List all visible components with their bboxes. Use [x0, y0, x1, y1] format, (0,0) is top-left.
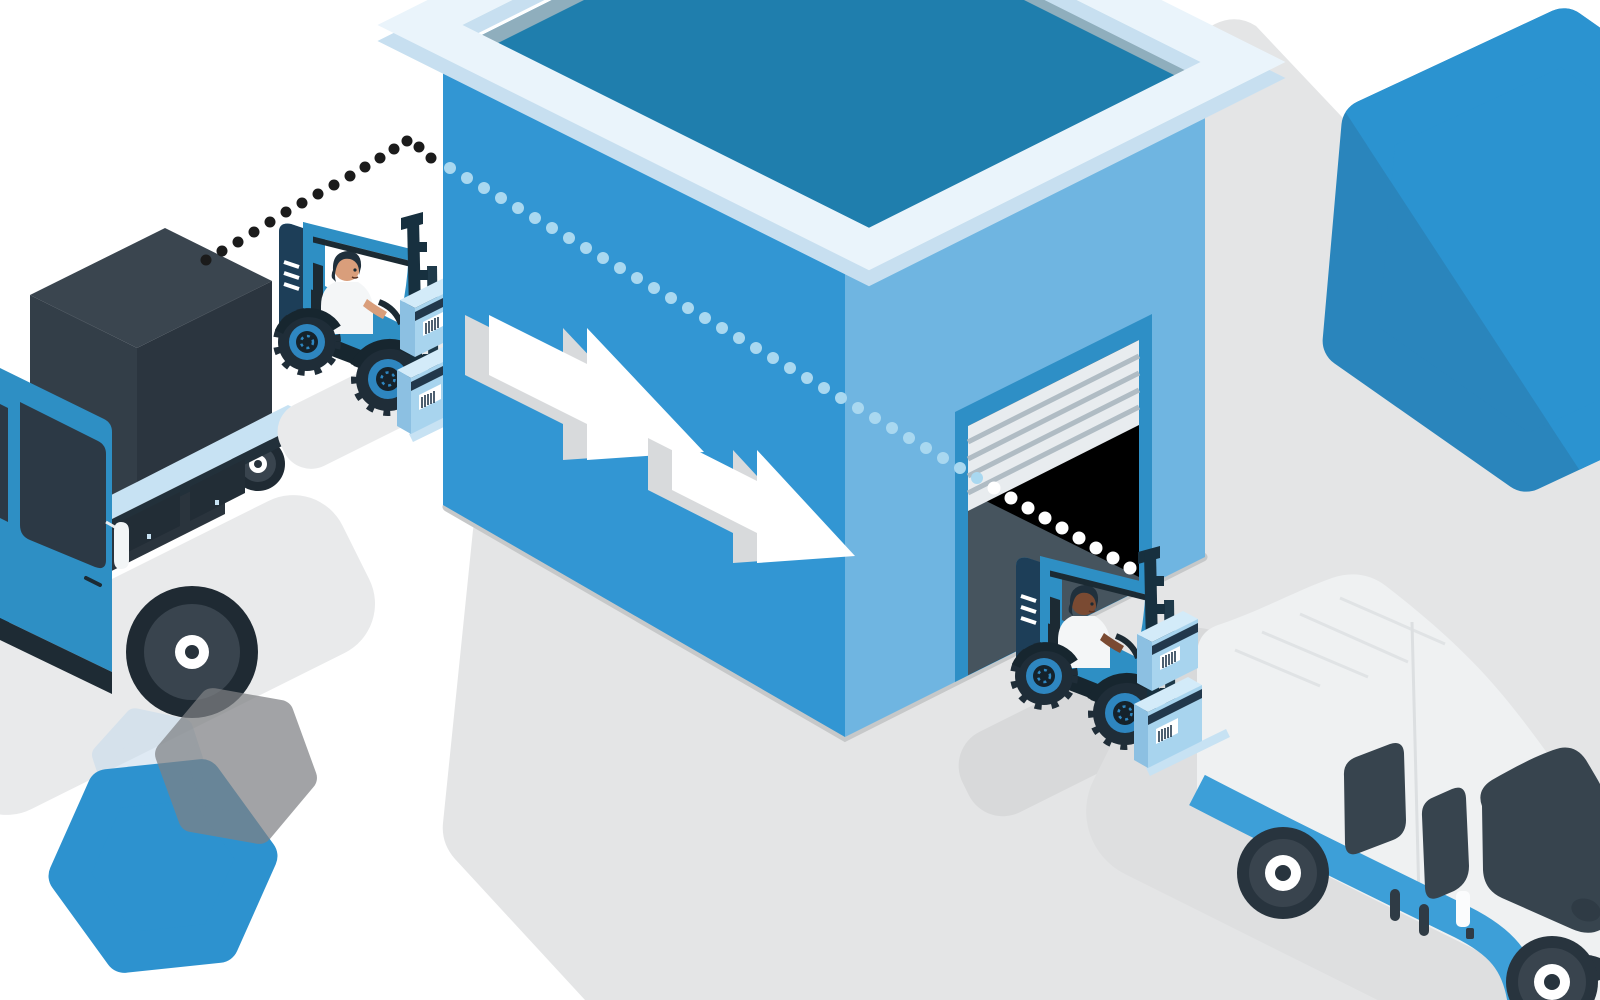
route-dots-black	[200, 135, 437, 266]
flow-arrow-2	[648, 438, 855, 563]
truck-cab	[0, 368, 129, 694]
shutter-stripes	[966, 353, 1141, 496]
van-rear-wheel	[1237, 827, 1329, 919]
van-mirror	[1571, 898, 1600, 922]
flow-arrow-1	[465, 315, 704, 460]
latch	[147, 534, 151, 539]
trim-top	[377, 0, 1286, 271]
van-front-wheel	[1506, 936, 1598, 1000]
van-handles	[1390, 889, 1429, 936]
van-handle-latch	[1466, 928, 1474, 939]
arrow-face	[489, 315, 704, 460]
door-frame	[955, 314, 1152, 682]
van-pillar-handle	[1456, 891, 1470, 927]
route-dots-door	[987, 481, 1137, 575]
delivery-van	[1086, 574, 1600, 1000]
route-dots-wall	[444, 162, 983, 484]
door-shutter	[968, 340, 1139, 511]
roof	[452, 0, 1212, 254]
van-windshield	[1480, 747, 1600, 933]
underbox	[120, 492, 180, 556]
roof-rim-band	[1024, 0, 1212, 91]
hexagon-gray	[155, 688, 317, 844]
van-stripe	[1189, 774, 1541, 1000]
door-handle	[84, 576, 102, 587]
delivery-truck	[0, 228, 302, 718]
arrow-face	[672, 438, 855, 563]
cab-window	[20, 402, 106, 569]
underbox	[190, 459, 245, 521]
latch	[215, 500, 219, 505]
van-windows	[1343, 743, 1600, 933]
roof-trim	[377, 0, 1286, 287]
hexagon-top-right	[1322, 8, 1600, 492]
van-side-window	[1343, 743, 1406, 855]
truck-front-wheel	[126, 586, 258, 718]
windshield-sliver	[0, 404, 8, 522]
van-door-seam	[1410, 621, 1421, 901]
truck-mirror	[114, 522, 129, 569]
hexagon-cluster	[48, 688, 317, 973]
van-roof-lines	[1234, 596, 1446, 688]
cab-skirt	[0, 618, 112, 694]
van-door-window	[1421, 787, 1469, 899]
